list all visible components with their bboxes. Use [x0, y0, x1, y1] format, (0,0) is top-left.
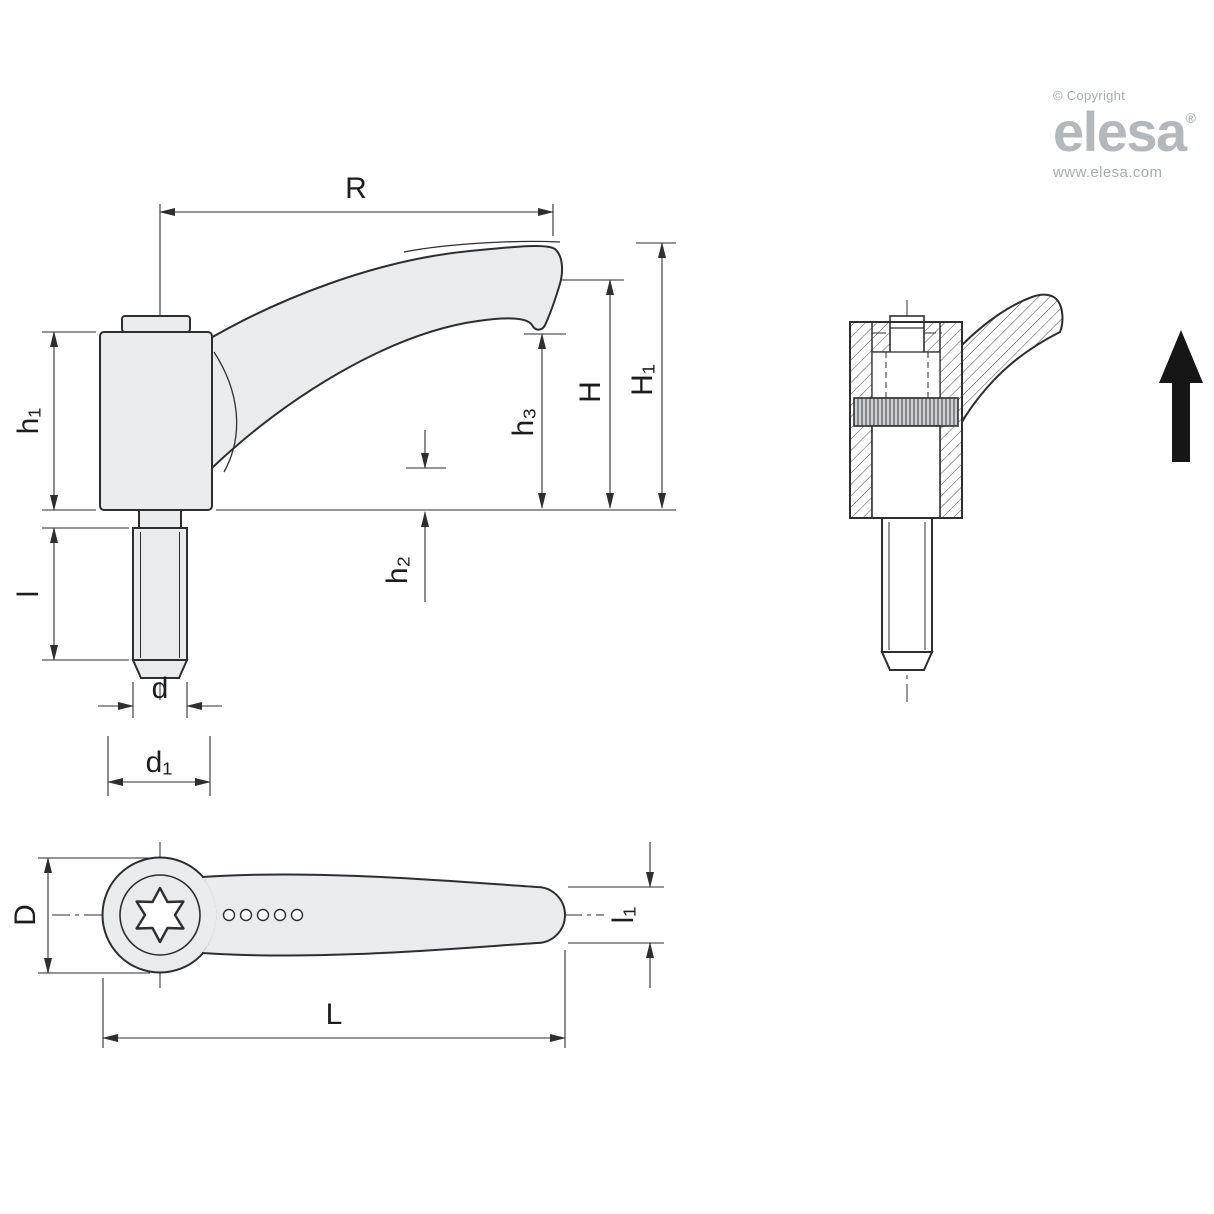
dim-label-l: l: [12, 591, 45, 598]
dim-label-L: L: [326, 998, 343, 1031]
dim-h2: h₂: [381, 430, 446, 602]
dim-label-h3: h₃: [507, 408, 540, 437]
dim-h1: h₁: [12, 331, 96, 511]
brand-block: © Copyright elesa® www.elesa.com: [1053, 88, 1213, 181]
elesa-logo-text: elesa: [1053, 100, 1187, 163]
section-stud-chamfer: [880, 651, 934, 671]
section-cavity: [871, 351, 941, 399]
plan-handle: [202, 874, 565, 956]
indicator-hole: [290, 908, 304, 922]
plan-handle-outline: [201, 873, 566, 957]
dim-label-H1: H₁: [626, 364, 659, 396]
dim-D: D: [9, 857, 150, 974]
dim-label-d1: d₁: [146, 746, 173, 779]
indicator-hole: [256, 908, 270, 922]
dim-H: H: [560, 279, 624, 509]
section-stud: [881, 517, 933, 653]
hub-button: [121, 315, 191, 333]
side-view: R h₁ l d: [12, 172, 676, 796]
stud-collar: [138, 509, 182, 529]
dim-L: L: [102, 950, 566, 1048]
section-view: [849, 293, 1064, 705]
dim-l: l: [12, 527, 129, 661]
section-bushing: [871, 425, 941, 519]
direction-up-arrow-icon: [1159, 330, 1203, 462]
section-lever-arm: [961, 293, 1064, 426]
torx-recess: [135, 886, 185, 944]
knurled-washer: [853, 397, 959, 427]
indicator-hole: [273, 908, 287, 922]
plan-view: D L l₁: [9, 842, 664, 1048]
dim-label-l1: l₁: [607, 907, 640, 924]
dim-R: R: [159, 172, 554, 312]
dim-label-H: H: [574, 381, 607, 403]
dim-d1: d₁: [107, 736, 211, 796]
website-text: www.elesa.com: [1053, 163, 1163, 181]
stud-shank: [132, 527, 188, 661]
stud-chamfer: [131, 659, 189, 679]
elesa-logo: elesa®: [1053, 100, 1213, 163]
dim-label-d: d: [152, 672, 169, 705]
lever-arm-outline: [203, 244, 564, 469]
dim-h3: h₃: [507, 333, 566, 509]
dim-label-h1: h₁: [12, 408, 45, 435]
copyright-text: © Copyright: [1053, 88, 1126, 103]
phantom-handle-line: [403, 240, 561, 253]
indicator-hole: [222, 908, 236, 922]
dim-label-h2: h₂: [381, 556, 414, 584]
dim-label-D: D: [9, 904, 42, 926]
hub-fillet-line: [213, 351, 238, 473]
indicator-hole: [239, 908, 253, 922]
hub-body: [99, 331, 213, 511]
boss-circle: [119, 874, 201, 956]
dim-l1: l₁: [568, 842, 664, 988]
dim-d: d: [98, 672, 222, 718]
dim-H1: H₁: [626, 242, 676, 509]
lever-arm: [204, 245, 563, 472]
dim-label-R: R: [345, 172, 367, 205]
registered-mark: ®: [1185, 110, 1196, 126]
